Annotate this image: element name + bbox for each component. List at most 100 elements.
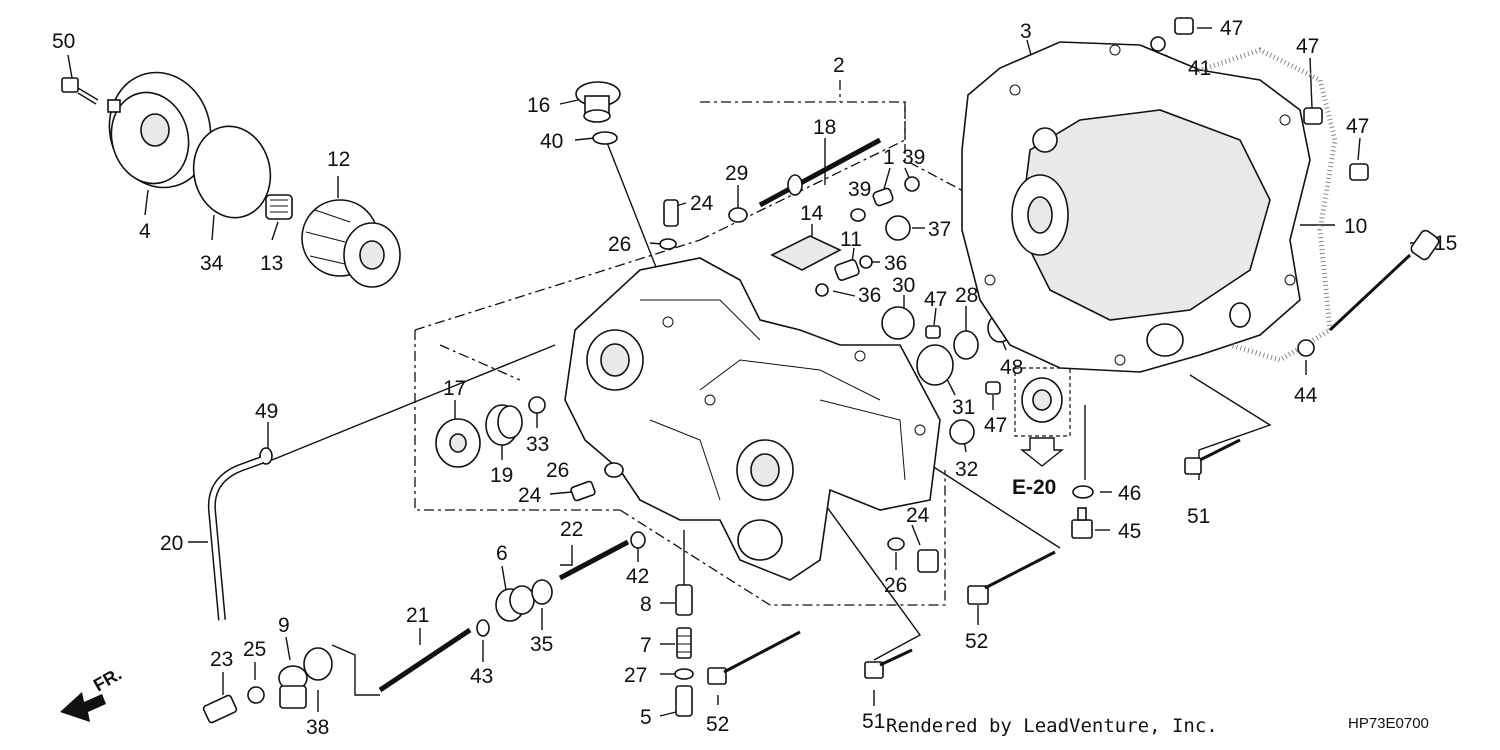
shaft-21-drawing <box>378 627 472 693</box>
seal-28-drawing <box>953 330 979 360</box>
bolt-51-right-drawing <box>1184 438 1241 475</box>
part-label-24-lower: 24 <box>906 504 930 527</box>
part-label-28: 28 <box>955 284 978 307</box>
part-label-52-right: 52 <box>965 630 988 653</box>
washer-39-right-drawing <box>904 176 920 192</box>
oil-filter-cover-4-drawing <box>107 71 212 189</box>
washer-26-lower-drawing <box>887 537 905 551</box>
bolt-24-top-drawing <box>663 199 679 227</box>
jet-11-drawing <box>834 259 860 281</box>
bolt-51-lower-drawing <box>864 648 913 679</box>
part-label-31: 31 <box>952 396 975 419</box>
washer-26-mid-drawing <box>604 462 624 478</box>
part-label-47-top: 47 <box>1220 17 1243 40</box>
gear-19-drawing <box>485 404 523 446</box>
part-label-43: 43 <box>470 665 493 688</box>
part-label-10: 10 <box>1344 215 1367 238</box>
washer-42-drawing <box>630 531 646 549</box>
part-label-48: 48 <box>1000 356 1023 379</box>
part-label-11: 11 <box>840 228 862 251</box>
part-drawings <box>60 17 1440 724</box>
bearing-31-drawing <box>916 344 954 386</box>
front-direction-arrow-icon <box>60 692 106 722</box>
o-ring-44-drawing <box>1297 339 1315 357</box>
part-label-47-right: 47 <box>1346 115 1369 138</box>
left-crankcase-drawing <box>564 257 941 581</box>
part-label-4: 4 <box>139 220 151 243</box>
leader-lines <box>67 27 1430 717</box>
part-label-44: 44 <box>1294 384 1318 407</box>
part-label-34: 34 <box>200 252 224 275</box>
washer-27-drawing <box>674 668 694 680</box>
switch-23-drawing <box>202 694 238 724</box>
part-label-12: 12 <box>327 148 350 171</box>
part-label-6: 6 <box>496 542 508 565</box>
washer-29-drawing <box>728 207 748 223</box>
part-label-26-top: 26 <box>608 233 631 256</box>
part-label-3: 3 <box>1020 20 1032 43</box>
part-label-24-mid: 24 <box>518 484 542 507</box>
right-crankcase-drawing <box>961 41 1311 373</box>
bearing-32-drawing <box>949 419 975 445</box>
shaft-18-drawing <box>758 137 882 208</box>
o-ring-36-right-drawing <box>859 255 873 269</box>
clip-49-drawing <box>259 447 273 465</box>
part-label-38: 38 <box>306 716 329 739</box>
part-label-16: 16 <box>527 94 550 117</box>
render-credit: Rendered by LeadVenture, Inc. <box>886 715 1218 737</box>
part-label-8: 8 <box>640 593 652 616</box>
bolt-45-drawing <box>1071 507 1093 539</box>
part-label-29: 29 <box>725 162 748 185</box>
part-label-42: 42 <box>626 565 649 588</box>
washer-43-drawing <box>476 619 490 637</box>
part-label-1: 1 <box>883 146 895 169</box>
dowel-47-center-drawing <box>925 325 941 339</box>
part-label-37: 37 <box>928 218 951 241</box>
filler-cap-16-drawing <box>575 81 621 123</box>
part-label-47-lower: 47 <box>984 414 1007 437</box>
dowel-47-mid-drawing <box>1303 107 1323 125</box>
part-label-13: 13 <box>260 252 283 275</box>
e20-reference-box <box>1014 367 1071 467</box>
part-label-15: 15 <box>1434 232 1457 255</box>
washer-40-drawing <box>592 131 618 145</box>
part-label-47-mid: 47 <box>1296 35 1319 58</box>
part-labels: 50 4 34 13 12 16 40 2 18 1 39 39 29 24 2… <box>52 17 1457 739</box>
washer-39-left-drawing <box>850 208 866 222</box>
ring-37-drawing <box>885 215 911 241</box>
o-ring-25-drawing <box>247 686 265 704</box>
part-label-25: 25 <box>243 638 266 661</box>
washer-33-drawing <box>528 396 546 414</box>
part-label-21: 21 <box>406 604 429 627</box>
group-boundaries <box>414 80 981 606</box>
part-label-5: 5 <box>640 706 652 729</box>
part-label-7: 7 <box>640 634 652 657</box>
part-label-47-center: 47 <box>924 288 947 311</box>
dowel-47-lower-drawing <box>985 381 1001 395</box>
washer-35-drawing <box>531 579 553 605</box>
bolt-52-right-drawing <box>967 550 1056 605</box>
dipstick-15-drawing <box>1328 229 1440 332</box>
dowel-47-top-drawing <box>1174 17 1194 35</box>
part-label-45: 45 <box>1118 520 1141 543</box>
part-label-36-left: 36 <box>858 284 881 307</box>
part-label-20: 20 <box>160 532 183 555</box>
screen-14-drawing <box>770 235 842 271</box>
shaft-22-drawing <box>558 539 630 581</box>
o-ring-36-left-drawing <box>815 283 829 297</box>
part-label-27: 27 <box>624 664 647 687</box>
spring-7-drawing <box>676 627 692 659</box>
part-label-51-lower: 51 <box>862 710 885 733</box>
part-label-51-right: 51 <box>1187 505 1210 528</box>
gear-6-drawing <box>495 585 535 622</box>
part-label-9: 9 <box>278 614 290 637</box>
washer-26-top-drawing <box>659 238 677 250</box>
part-label-17: 17 <box>443 377 466 400</box>
o-ring-34-drawing <box>192 125 272 219</box>
part-label-24-top: 24 <box>690 192 714 215</box>
part-label-50: 50 <box>52 30 75 53</box>
gear-17-drawing <box>435 418 481 468</box>
bolt-50-drawing <box>61 77 99 105</box>
section-reference-e20[interactable]: E-20 <box>1012 476 1056 499</box>
part-label-33: 33 <box>526 433 549 456</box>
